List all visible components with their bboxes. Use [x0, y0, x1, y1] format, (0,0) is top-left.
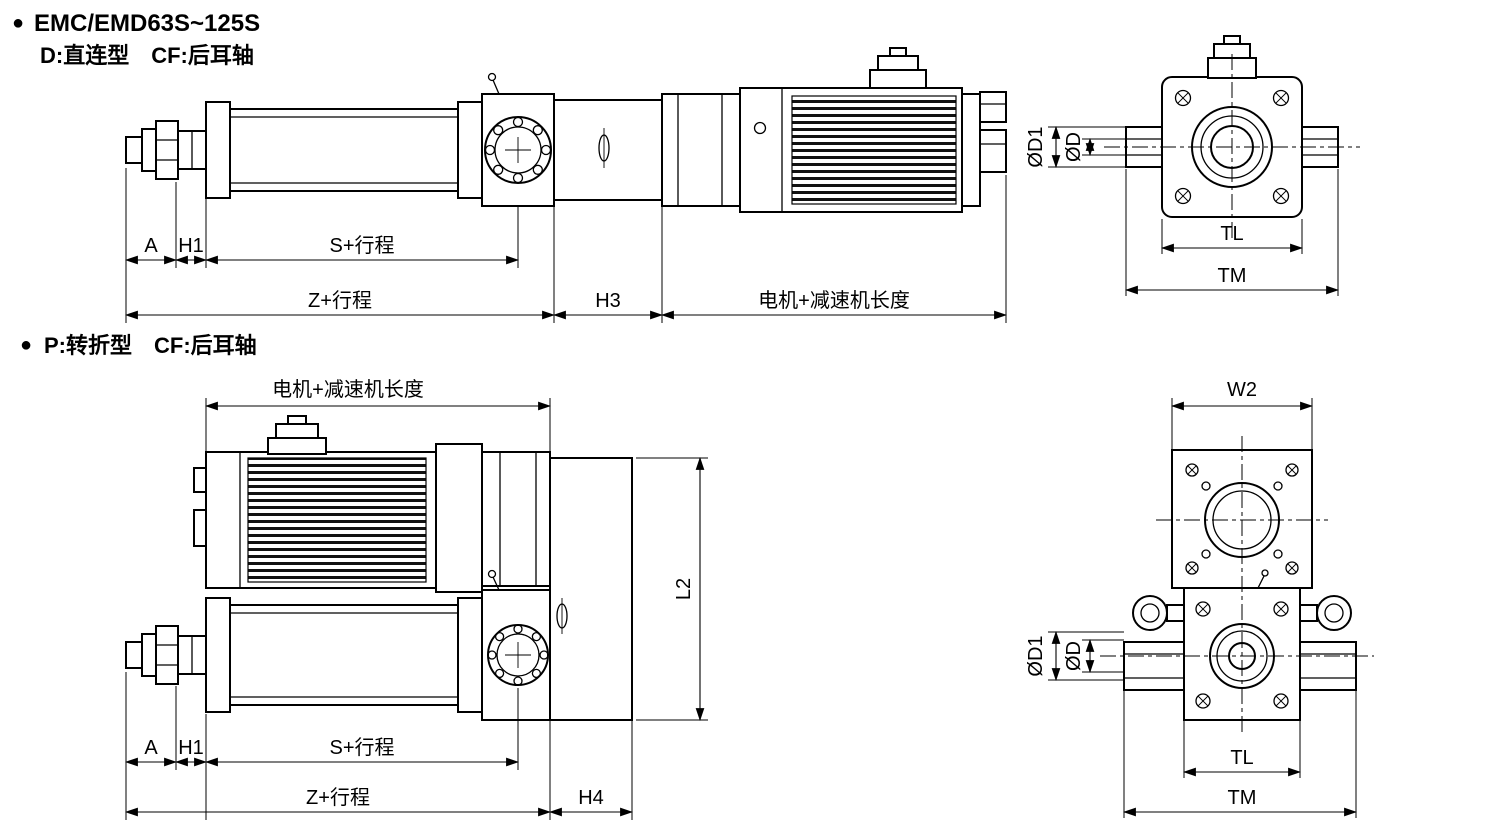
grease-fitting [487, 72, 497, 82]
motor-fins [791, 95, 957, 205]
dim-label-l2: L2 [673, 578, 695, 600]
eyebolt-right [1299, 595, 1352, 631]
dim-label-tm: TM [1218, 265, 1247, 287]
top-end-view [1104, 35, 1360, 240]
dim-label-tl: TL [1220, 223, 1243, 245]
bottom-section-heading: ● P:转折型 CF:后耳轴 [20, 333, 257, 358]
bottom-end-dimensions: W2 ØD1 ØD TL TM [1025, 379, 1358, 818]
dim-label-s-stroke: S+行程 [329, 736, 394, 759]
cylinder-body [205, 569, 551, 721]
gearbox [435, 443, 483, 593]
top-section-heading: ● EMC/EMD63S~125S D:直连型 CF:后耳轴 [12, 10, 260, 68]
bottom-side-view [125, 415, 633, 721]
bottom-bullet: ● [20, 334, 32, 356]
bearing-housing [481, 72, 555, 207]
eyebolt-left [1132, 595, 1185, 631]
top-subtitle: D:直连型 CF:后耳轴 [40, 43, 254, 68]
motor-rear-cap [961, 91, 1007, 207]
dim-label-s-stroke: S+行程 [329, 234, 394, 257]
dim-label-a: A [144, 235, 158, 257]
cylinder-body [205, 101, 483, 199]
top-title: EMC/EMD63S~125S [34, 10, 260, 37]
dim-label-h3: H3 [595, 290, 621, 312]
dim-label-a: A [144, 737, 158, 759]
grease-fitting [487, 569, 497, 579]
bottom-title: P:转折型 CF:后耳轴 [44, 333, 257, 358]
dim-label-h1: H1 [178, 737, 204, 759]
dim-label-h1: H1 [178, 235, 204, 257]
dim-label-z-stroke: Z+行程 [306, 786, 370, 809]
corner-screws [1174, 89, 1290, 205]
motor-body-folded [193, 415, 551, 593]
dim-label-z-stroke: Z+行程 [308, 289, 372, 312]
trunnion-tab-left [1123, 641, 1185, 691]
dim-label-w2: W2 [1227, 379, 1257, 401]
dim-label-tm: TM [1228, 787, 1257, 809]
top-end-dimensions: ØD1 ØD TL TM [1025, 125, 1340, 296]
dim-label-od1: ØD1 [1025, 126, 1047, 167]
grease-fitting [1261, 569, 1269, 577]
dim-label-od1: ØD1 [1025, 635, 1047, 676]
dim-label-od: ØD [1063, 641, 1085, 671]
gear-adapter [481, 451, 551, 587]
dim-label-motor-length: 电机+减速机长度 [758, 289, 910, 312]
piston-rod-end [125, 120, 207, 180]
top-side-dimensions: A H1 S+行程 Z+行程 H3 电机+减速机长度 [124, 168, 1008, 323]
bottom-side-dimensions: 电机+减速机长度 L2 A H1 S+行程 Z+行程 H4 [124, 378, 708, 820]
foldback-bracket [549, 457, 633, 721]
motor-connector [869, 47, 927, 89]
top-bullet: ● [12, 12, 24, 34]
top-side-view [125, 47, 1007, 213]
motor-fins [247, 457, 427, 583]
dim-label-h4: H4 [578, 787, 604, 809]
dim-label-od: ØD [1063, 132, 1085, 162]
motor-connector [267, 415, 327, 455]
dim-label-motor-length: 电机+减速机长度 [272, 378, 424, 401]
motor-adapter [661, 93, 741, 207]
dim-label-tl: TL [1230, 747, 1253, 769]
intermediate-plate [553, 99, 663, 201]
piston-rod-end [125, 625, 207, 685]
bottom-end-view [1100, 436, 1374, 734]
trunnion-tab-right [1299, 641, 1357, 691]
motor-body [739, 47, 1007, 213]
